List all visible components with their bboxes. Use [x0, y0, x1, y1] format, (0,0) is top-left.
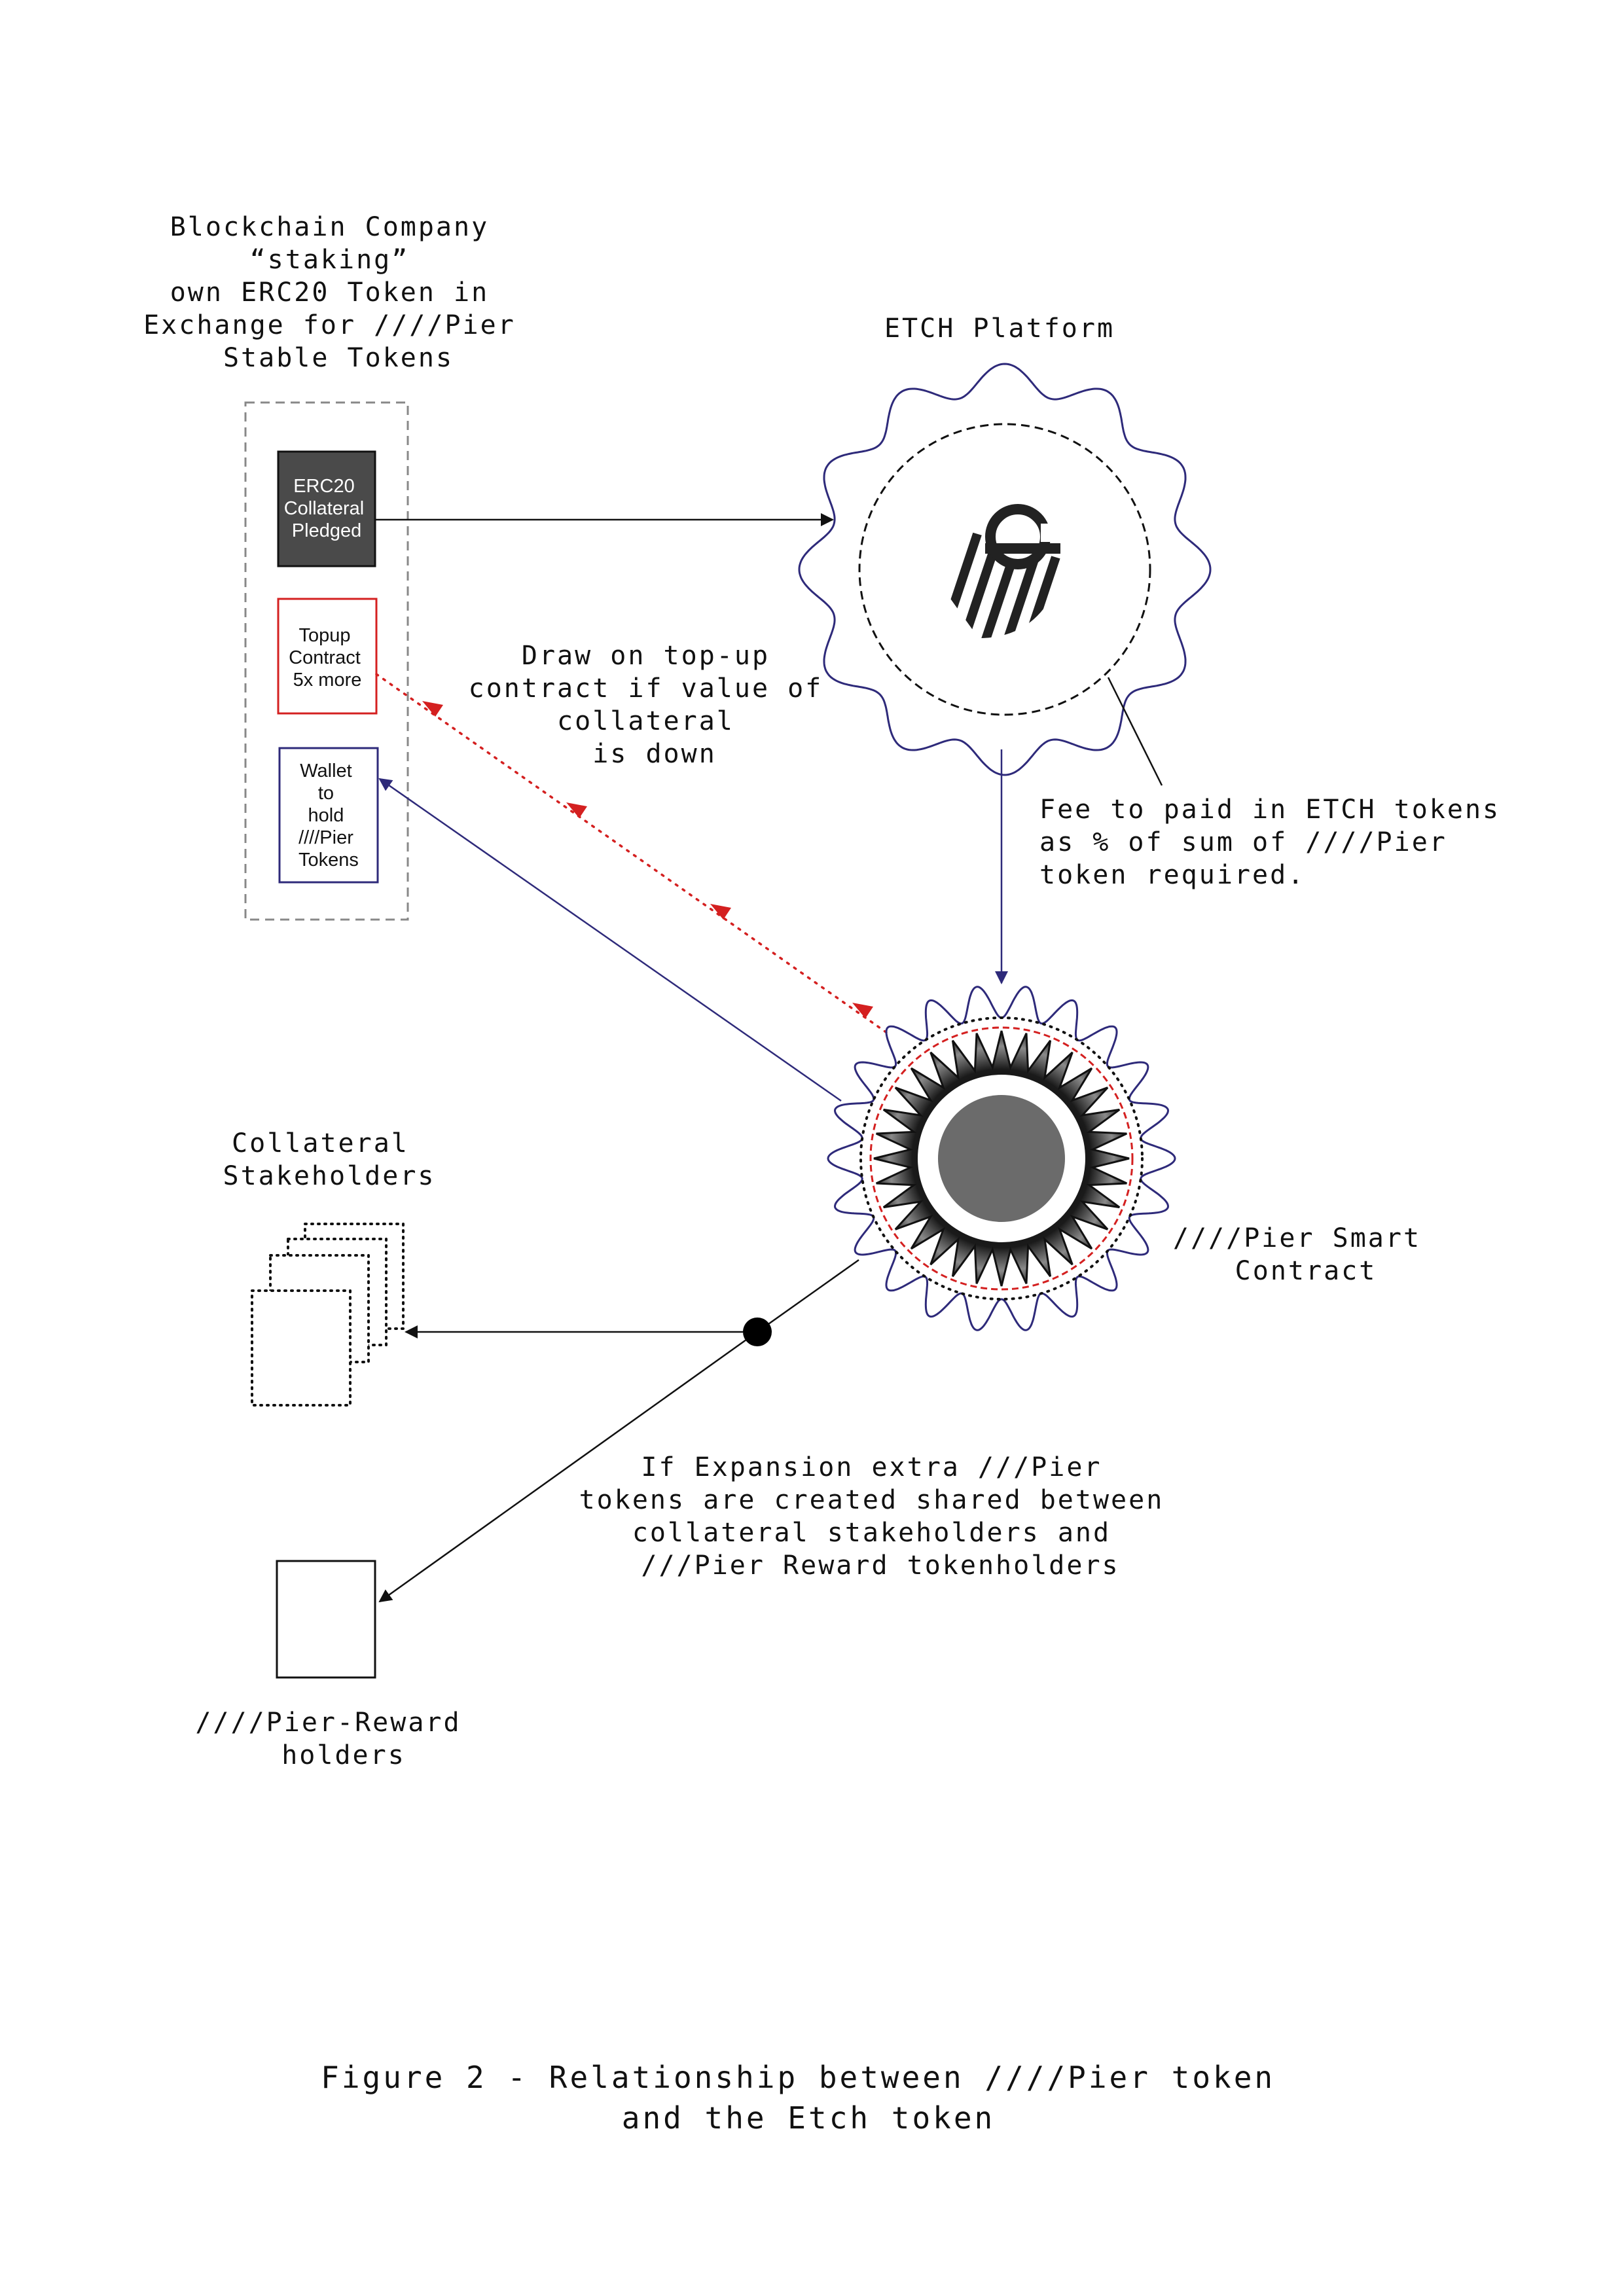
svg-text:ERC20 Collateral P: ERC20 Collateral Pledged — [284, 476, 370, 541]
etch-platform-outline — [798, 363, 1212, 776]
etch-platform-node — [798, 363, 1212, 776]
distribution-junction — [743, 1318, 772, 1346]
reward-holders-label: ////Pier-Reward holders — [195, 1708, 478, 1770]
erc20-collateral-box: ERC20 Collateral Pledged — [277, 450, 376, 567]
figure-caption: Figure 2 - Relationship between ////Pier… — [321, 2060, 1296, 2136]
fee-leader-line — [1107, 677, 1163, 786]
collateral-stakeholders-label: Collateral Stakeholders — [223, 1128, 436, 1191]
wallet-box: Wallet to hold ////Pier Tokens — [278, 747, 379, 884]
company-label: Blockchain Company “staking” own ERC20 T… — [143, 212, 533, 373]
svg-text:Wallet to hold: Wallet to hold ////Pier Tokens — [298, 761, 359, 870]
contract-to-junction-line — [757, 1259, 859, 1333]
fee-note: Fee to paid in ETCH tokens as % of sum o… — [1039, 795, 1518, 890]
pier-smart-contract-node — [827, 986, 1176, 1331]
svg-text:Topup Contract 5x: Topup Contract 5x more — [289, 625, 366, 691]
smart-contract-label: ////Pier Smart Contract — [1173, 1223, 1439, 1286]
etch-logo-icon — [943, 504, 1070, 638]
contract-core-disc — [938, 1095, 1065, 1222]
contract-to-wallet-arrow — [378, 778, 842, 1102]
junction-to-reward-holders-arrow — [378, 1338, 747, 1603]
contract-wavy-outline — [827, 986, 1176, 1331]
company-container — [244, 401, 409, 921]
draw-note: Draw on top-up contract if value of coll… — [469, 641, 841, 769]
expansion-note: If Expansion extra ///Pier tokens are cr… — [579, 1452, 1182, 1581]
reward-holders-box — [276, 1560, 376, 1679]
topup-contract-box: Topup Contract 5x more — [277, 598, 378, 715]
topup-contract-link — [375, 673, 888, 1034]
collateral-stakeholders-stack — [251, 1223, 405, 1407]
etch-platform-label: ETCH Platform — [884, 314, 1115, 344]
